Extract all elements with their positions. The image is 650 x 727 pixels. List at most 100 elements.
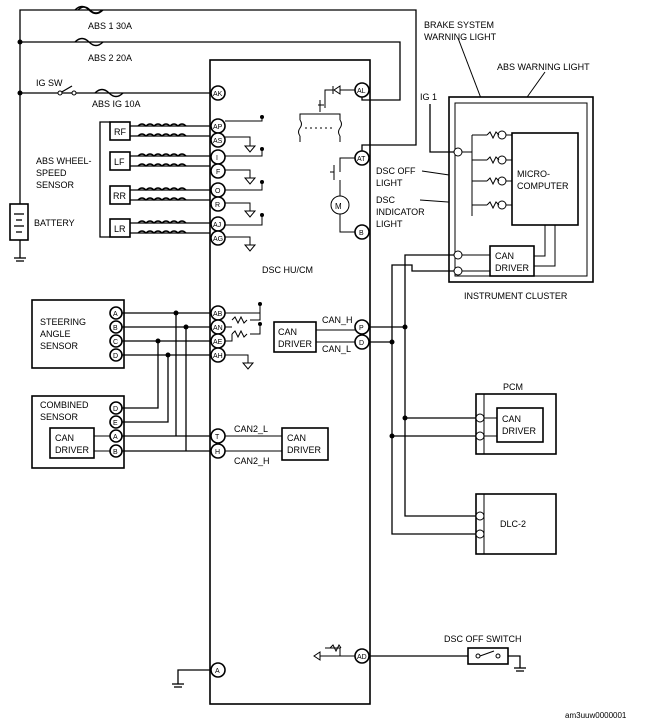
pin-aj: AJ	[213, 222, 221, 229]
combined-can-driver-1: CAN	[55, 433, 74, 443]
module-ground	[172, 669, 211, 688]
dsc-hu-cm-module	[209, 59, 371, 705]
dsc-off-light-1: DSC OFF	[376, 166, 416, 176]
dlc2-box	[475, 493, 557, 555]
pin-h: H	[215, 449, 220, 456]
module-name: DSC HU/CM	[262, 265, 313, 275]
pin-ab: AB	[213, 311, 223, 318]
pin-ap: AP	[213, 124, 223, 131]
pin-r: R	[215, 202, 220, 209]
steering-pin-d: D	[113, 353, 118, 360]
dlc2-label: DLC-2	[500, 519, 526, 529]
pin-an: AN	[213, 325, 223, 332]
combined-sensor	[31, 313, 210, 469]
wheel-sensor-bracket	[99, 121, 110, 238]
pin-al: AL	[357, 88, 366, 95]
dsc-off-switch-label: DSC OFF SWITCH	[444, 634, 522, 644]
can-h-label: CAN_H	[322, 315, 353, 325]
combined-can-driver-2: DRIVER	[55, 445, 90, 455]
combined-pin-b: B	[113, 449, 118, 456]
svg-text:M: M	[335, 202, 342, 211]
module-can-driver-2: DRIVER	[278, 339, 313, 349]
steering-label-1: STEERING	[40, 317, 86, 327]
wheel-sensor-label-3: SENSOR	[36, 180, 75, 190]
combined-pin-d: D	[113, 406, 118, 413]
dsc-indicator-3: LIGHT	[376, 219, 403, 229]
instrument-cluster	[429, 96, 594, 283]
brake-light-1: BRAKE SYSTEM	[424, 20, 494, 30]
abs-warning-light-label: ABS WARNING LIGHT	[497, 62, 590, 72]
pin-f: F	[216, 169, 220, 176]
pin-ah: AH	[213, 353, 223, 360]
ig-sw-label: IG SW	[36, 78, 63, 88]
module-can-driver-1: CAN	[278, 327, 297, 337]
cluster-can-driver-2: DRIVER	[495, 263, 530, 273]
battery-label: BATTERY	[34, 218, 75, 228]
can2-l-label: CAN2_L	[234, 424, 268, 434]
wheel-sensor-label-2: SPEED	[36, 168, 67, 178]
can2-lines	[225, 435, 282, 452]
combined-pin-e: E	[113, 420, 118, 427]
can2-driver-1: CAN	[287, 433, 306, 443]
pcm-can-driver-2: DRIVER	[502, 426, 537, 436]
micro-computer-2: COMPUTER	[517, 181, 569, 191]
combined-label-1: COMBINED	[40, 400, 89, 410]
wheel-sensor-lf	[109, 151, 210, 171]
pcm-box	[475, 393, 557, 455]
instrument-cluster-label: INSTRUMENT CLUSTER	[464, 291, 568, 301]
pin-a-ground: A	[215, 668, 220, 675]
wheel-sensor-label-1: ABS WHEEL-	[36, 156, 92, 166]
fuse-abs1-label: ABS 1 30A	[88, 21, 132, 31]
dsc-off-light-2: LIGHT	[376, 178, 403, 188]
pcm-can-driver-1: CAN	[502, 414, 521, 424]
fuse-abs2-label: ABS 2 20A	[88, 53, 132, 63]
dsc-off-switch	[313, 644, 526, 672]
wheel-sensor-lr	[109, 218, 210, 238]
pin-b: B	[359, 230, 364, 237]
cluster-can-driver-1: CAN	[495, 251, 514, 261]
steering-pin-c: C	[113, 339, 118, 346]
brake-light-2: WARNING LIGHT	[424, 32, 497, 42]
can-l-label: CAN_L	[322, 344, 351, 354]
wheel-sensor-lf-label: LF	[114, 157, 125, 167]
wheel-sensor-rr	[109, 185, 210, 205]
pcm-label: PCM	[503, 382, 523, 392]
dsc-indicator-2: INDICATOR	[376, 207, 425, 217]
pin-at: AT	[357, 156, 366, 163]
pin-ak: AK	[213, 91, 223, 98]
pin-p: P	[359, 325, 364, 332]
steering-pin-b: B	[113, 325, 118, 332]
wheel-pin-internal-stubs	[225, 115, 264, 252]
internal-solenoid-circuit: M	[298, 85, 355, 233]
steering-label-2: ANGLE	[40, 329, 71, 339]
steering-internal	[225, 302, 262, 370]
fuse-abs-ig-label: ABS IG 10A	[92, 99, 141, 109]
pin-ae: AE	[213, 339, 223, 346]
battery-symbol	[9, 203, 29, 262]
pin-i: I	[216, 155, 218, 162]
figure-id: am3uuw0000001	[565, 711, 627, 720]
can2-h-label: CAN2_H	[234, 456, 270, 466]
steering-angle-sensor	[31, 299, 210, 369]
can2-driver-2: DRIVER	[287, 445, 322, 455]
steering-pin-a: A	[113, 311, 118, 318]
wheel-sensor-rf-label: RF	[114, 127, 126, 137]
pin-ag: AG	[213, 236, 223, 243]
pin-o: O	[215, 188, 221, 195]
can-bus-lines	[316, 254, 476, 535]
micro-computer-1: MICRO-	[517, 169, 550, 179]
dsc-indicator-1: DSC	[376, 195, 396, 205]
pin-t: T	[215, 434, 220, 441]
ig1-label: IG 1	[420, 92, 437, 102]
pin-ad: AD	[357, 654, 367, 661]
pin-d: D	[359, 340, 364, 347]
combined-pin-a: A	[113, 434, 118, 441]
can2-driver	[281, 427, 329, 461]
steering-label-3: SENSOR	[40, 341, 79, 351]
wheel-sensor-lr-label: LR	[114, 224, 126, 234]
wheel-sensor-rf	[109, 121, 210, 141]
wheel-sensor-rr-label: RR	[113, 191, 126, 201]
module-can-driver	[273, 321, 317, 353]
combined-label-2: SENSOR	[40, 412, 79, 422]
